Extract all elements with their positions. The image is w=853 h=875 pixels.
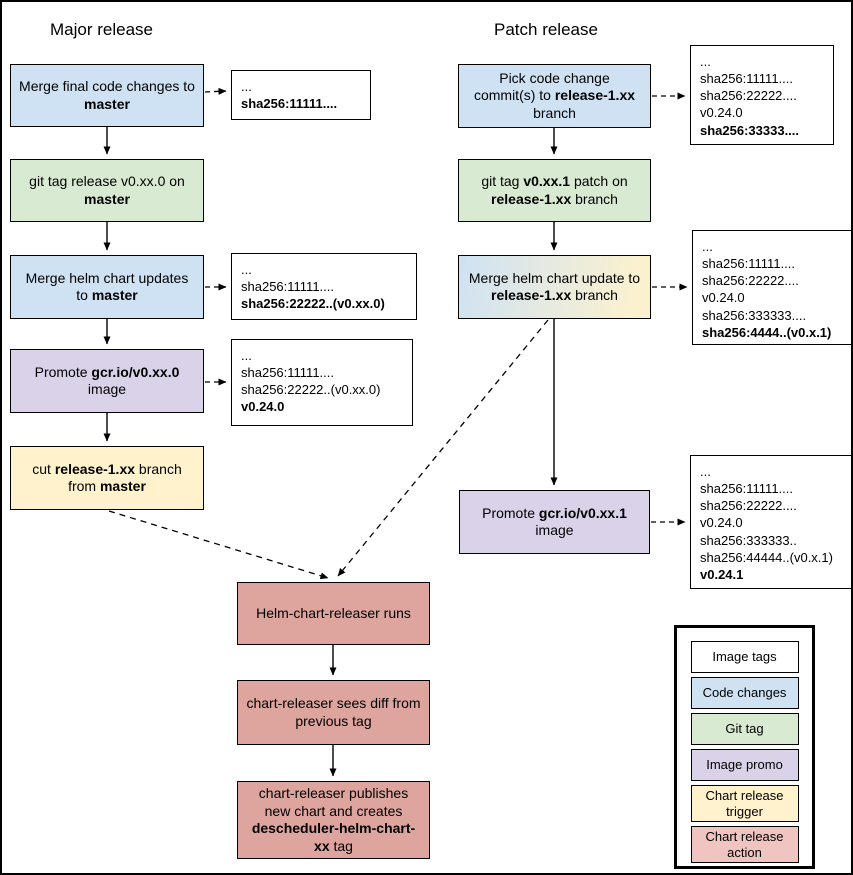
- step-releaser-sees-diff: chart-releaser sees diff from previous t…: [237, 680, 430, 745]
- legend-item-code-changes: Code changes: [690, 677, 799, 709]
- note-patch-promote: ...sha256:11111....sha256:22222....v0.24…: [690, 455, 851, 589]
- note-major-code-merge: ...sha256:11111....: [231, 70, 371, 120]
- note-patch-pick-commits: ...sha256:11111....sha256:22222....v0.24…: [690, 45, 834, 145]
- step-git-tag-patch: git tag v0.xx.1 patch on release-1.xx br…: [458, 159, 651, 222]
- legend-item-git-tag: Git tag: [690, 713, 799, 745]
- legend-item-image-promo: Image promo: [690, 749, 799, 781]
- step-merge-final-code: Merge final code changes to master: [10, 64, 204, 127]
- major-release-title: Major release: [50, 20, 153, 39]
- arrow-trigger-from-cut-branch: [108, 510, 329, 580]
- arrow-note-major-1: [204, 87, 227, 95]
- legend-item-chart-release-action: Chart release action: [690, 826, 799, 864]
- step-pick-commits: Pick code change commit(s) to release-1.…: [458, 64, 651, 128]
- step-releaser-runs: Helm-chart-releaser runs: [237, 582, 430, 645]
- step-promote-patch-image: Promote gcr.io/v0.xx.1 image: [459, 490, 650, 554]
- legend-item-chart-release-trigger: Chart release trigger: [690, 785, 799, 823]
- step-promote-image: Promote gcr.io/v0.xx.0 image: [10, 349, 204, 413]
- step-cut-branch: cut release-1.xx branch from master: [10, 446, 204, 510]
- step-merge-helm-chart: Merge helm chart updates to master: [10, 255, 204, 319]
- step-git-tag-release: git tag release v0.xx.0 on master: [10, 159, 204, 222]
- patch-release-title: Patch release: [494, 20, 598, 39]
- note-major-helm-merge: ...sha256:11111....sha256:22222..(v0.xx.…: [231, 253, 417, 320]
- legend-item-image-tags: Image tags: [690, 641, 799, 673]
- legend: Image tags Code changes Git tag Image pr…: [674, 625, 815, 869]
- note-patch-helm-merge: ...sha256:11111....sha256:22222....v0.24…: [692, 230, 851, 345]
- step-releaser-publishes: chart-releaser publishes new chart and c…: [237, 781, 430, 859]
- step-merge-helm-update: Merge helm chart update to release-1.xx …: [458, 255, 651, 319]
- note-major-promote: ...sha256:11111....sha256:22222..(v0.xx.…: [231, 339, 413, 426]
